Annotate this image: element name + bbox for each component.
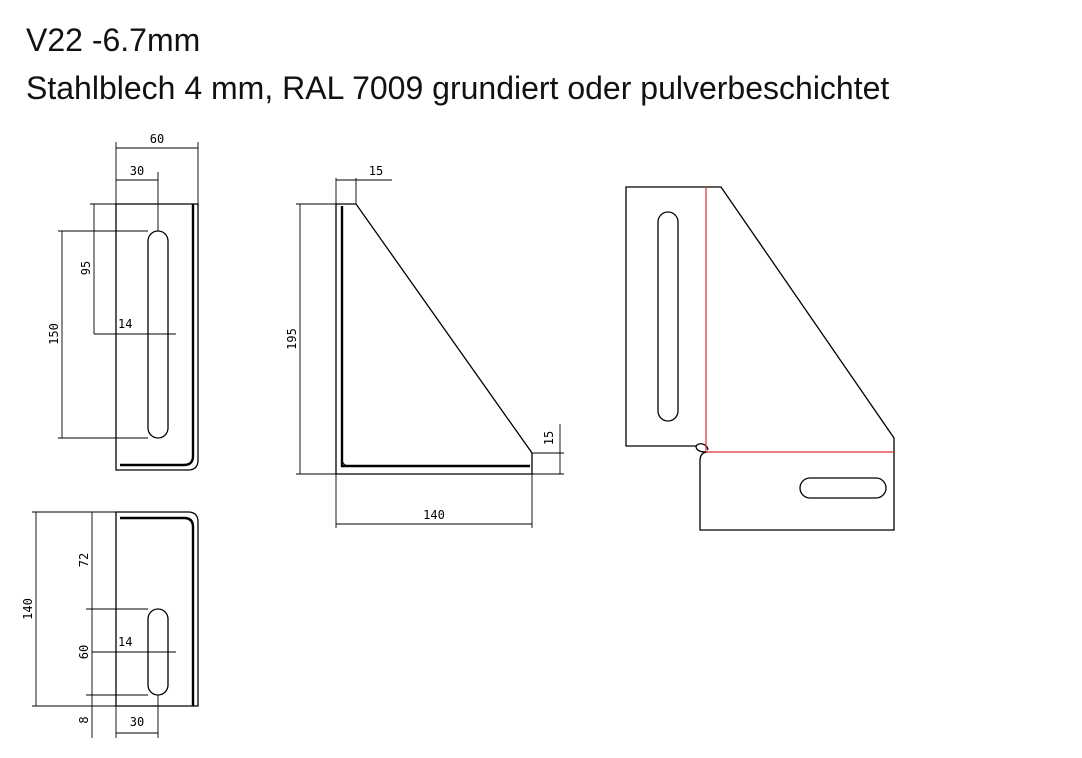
dim-height-195: 195 (285, 328, 299, 350)
flat-slot-horizontal (799, 477, 887, 499)
dim-tip-15: 15 (542, 431, 556, 445)
dim-height-150: 150 (47, 323, 61, 345)
flat-pattern (625, 186, 895, 531)
front-view-outline (335, 203, 533, 475)
dim-slot-offset-30: 30 (130, 164, 144, 178)
side-view-slot (147, 230, 169, 439)
dim-edge-8: 8 (77, 716, 91, 723)
dim-slot-width-14: 14 (118, 635, 132, 649)
dim-width-140: 140 (423, 508, 445, 522)
bottom-view: 140 72 60 8 14 30 (21, 511, 199, 738)
bottom-view-outline (115, 511, 199, 707)
front-view: 15 195 15 140 (285, 164, 564, 528)
dim-slot-offset-30: 30 (130, 715, 144, 729)
drawing-subtitle: Stahlblech 4 mm, RAL 7009 grundiert oder… (26, 70, 890, 106)
dim-slot-len-60: 60 (77, 645, 91, 659)
dim-width-60: 60 (150, 132, 164, 146)
flat-slot-vertical (657, 211, 679, 422)
relief-hole (695, 443, 709, 451)
front-view-bend (340, 206, 530, 468)
dim-slot-width-14: 14 (118, 317, 132, 331)
dim-height-140: 140 (21, 598, 35, 620)
side-view-outline (115, 203, 199, 471)
front-view-corner (341, 457, 351, 467)
side-view-bend (120, 204, 195, 467)
dim-upper-72: 72 (77, 553, 91, 567)
side-view: 60 30 150 95 14 (47, 132, 199, 471)
dim-slot-center-95: 95 (79, 261, 93, 275)
bottom-view-bend (120, 516, 195, 706)
dim-flange-15: 15 (369, 164, 383, 178)
drawing-title: V22 -6.7mm (26, 22, 201, 58)
